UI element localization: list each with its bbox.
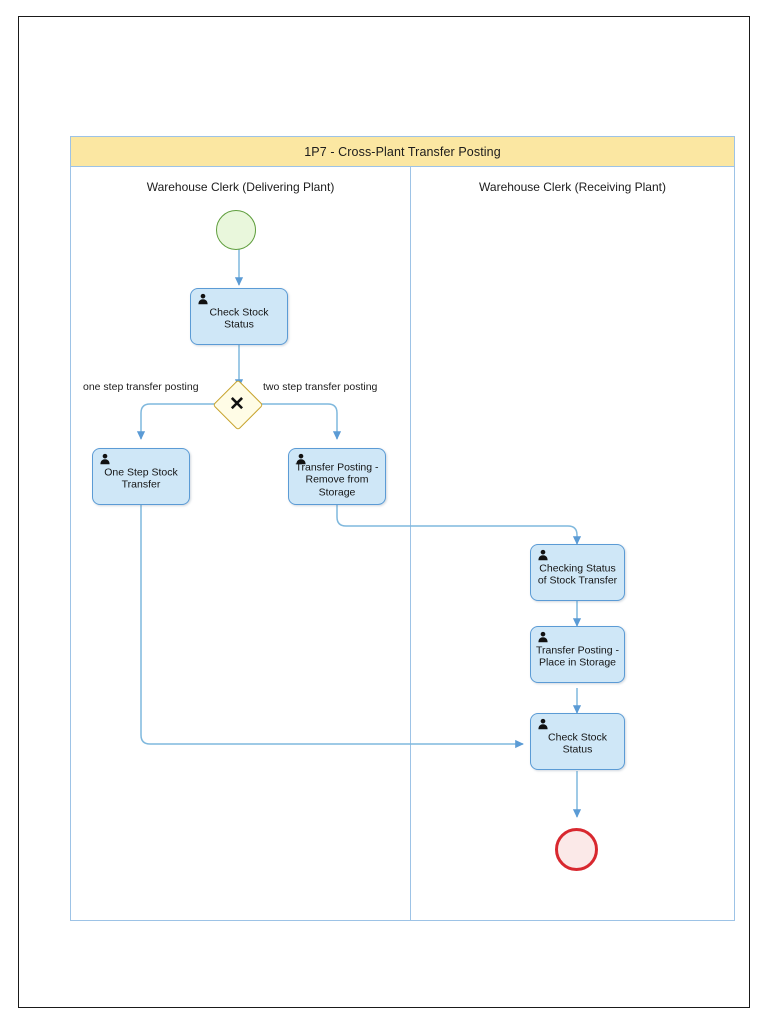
exclusive-gateway[interactable]: ✕ (212, 379, 264, 431)
task-label: Check Stock Status (209, 306, 269, 331)
lane-title-receiving: Warehouse Clerk (Receiving Plant) (479, 180, 666, 194)
user-icon (538, 718, 548, 730)
task-checking-status-of-stock-transfer[interactable]: Checking Status of Stock Transfer (530, 544, 625, 601)
gateway-x-symbol: ✕ (229, 393, 245, 415)
end-event[interactable] (555, 828, 598, 871)
flow-label-one-step: one step transfer posting (83, 381, 199, 393)
user-icon (100, 453, 110, 465)
user-icon (538, 631, 548, 643)
task-check-stock-status-1[interactable]: Check Stock Status (190, 288, 288, 345)
task-label: Transfer Posting - Remove from Storage (295, 460, 379, 498)
user-icon (538, 549, 548, 561)
task-label: Checking Status of Stock Transfer (537, 562, 618, 587)
user-icon (198, 293, 208, 305)
user-icon (296, 453, 306, 465)
task-label: Check Stock Status (548, 731, 607, 756)
pool-title: 1P7 - Cross-Plant Transfer Posting (304, 144, 501, 159)
task-transfer-posting-remove-from-storage[interactable]: Transfer Posting - Remove from Storage (288, 448, 386, 505)
flow-label-two-step: two step transfer posting (263, 381, 378, 393)
task-transfer-posting-place-in-storage[interactable]: Transfer Posting - Place in Storage (530, 626, 625, 683)
pool-header: 1P7 - Cross-Plant Transfer Posting (71, 137, 734, 167)
start-event[interactable] (216, 210, 256, 250)
task-label: One Step Stock Transfer (104, 466, 178, 491)
task-label: Transfer Posting - Place in Storage (535, 644, 620, 669)
process-pool: 1P7 - Cross-Plant Transfer Posting Wareh… (70, 136, 735, 921)
task-check-stock-status-2[interactable]: Check Stock Status (530, 713, 625, 770)
lane-delivering-plant: Warehouse Clerk (Delivering Plant) (71, 167, 410, 920)
task-one-step-stock-transfer[interactable]: One Step Stock Transfer (92, 448, 190, 505)
page-frame: 1P7 - Cross-Plant Transfer Posting Wareh… (18, 16, 750, 1008)
lane-title-delivering: Warehouse Clerk (Delivering Plant) (146, 180, 335, 194)
